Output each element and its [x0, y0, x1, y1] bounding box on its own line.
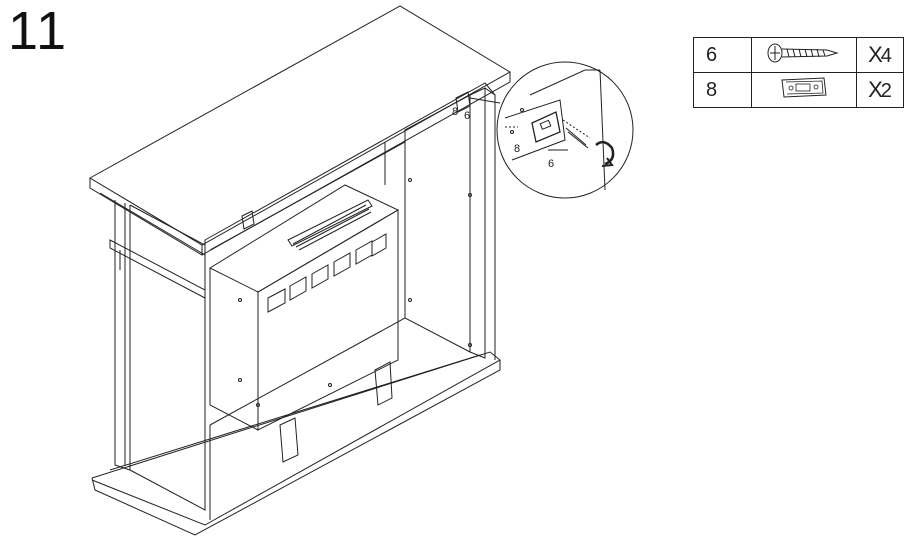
back-frame [209, 141, 406, 520]
callout-main-right: 6 [464, 110, 470, 122]
qty-value: 2 [880, 80, 892, 102]
parts-row-screw: 6 X4 [693, 37, 904, 73]
base-plinth [91, 351, 501, 536]
callout-main-left: 8 [452, 106, 458, 118]
part-qty: X2 [856, 72, 904, 108]
parts-table: 6 X4 8 X2 [693, 37, 904, 108]
callout-detail-left: 8 [514, 143, 520, 155]
qty-mark: X [868, 77, 883, 102]
part-id: 6 [693, 37, 752, 73]
qty-value: 4 [880, 45, 892, 67]
step-number: 11 [8, 1, 69, 61]
callout-detail-right: 6 [548, 158, 554, 170]
firebox-insert [208, 184, 400, 431]
parts-row-bracket: 8 X2 [693, 72, 904, 108]
qty-mark: X [868, 42, 883, 67]
mantel-brackets [241, 91, 471, 230]
left-side-panel [109, 200, 206, 511]
part-id: 8 [693, 72, 752, 108]
detail-magnifier [469, 61, 634, 199]
floor-supports [279, 361, 393, 463]
screw-icon [751, 37, 857, 73]
right-side-panel [404, 87, 496, 360]
part-qty: X4 [856, 37, 904, 73]
mantel-top [88, 5, 511, 256]
